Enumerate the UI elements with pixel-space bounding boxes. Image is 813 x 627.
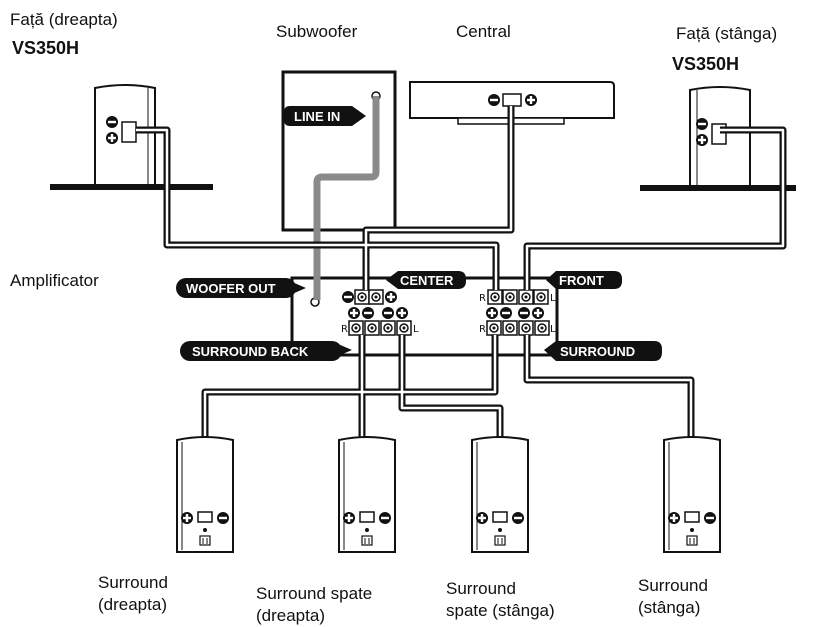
front-right-title: Față (dreapta) [10,10,118,29]
surround-back-right-speaker [339,437,395,552]
term-r-front: R [479,293,486,304]
front-tag: FRONT [546,271,622,289]
term-r-left: R [341,324,348,335]
minus-terminal-icon [106,116,118,128]
plus-terminal-icon [525,94,537,106]
front-right-speaker [50,84,213,190]
front-left-speaker [640,86,796,191]
plus-terminal-icon [696,134,708,146]
svg-text:LINE IN: LINE IN [294,109,340,124]
surround-tag: SURROUND [544,341,662,361]
line-in-tag: LINE IN [284,106,366,126]
term-l-surround: L [550,324,556,335]
surround-back-left-speaker [472,437,528,552]
front-right-model: VS350H [12,38,80,58]
central-title: Central [456,22,511,41]
speaker-caption-surround-right: Surround(dreapta) [98,573,168,614]
speaker-caption-surround-back-right: Surround spate(dreapta) [256,584,373,625]
minus-terminal-icon [696,118,708,130]
term-r-surround: R [479,324,486,335]
amplifier-title: Amplificator [10,271,99,290]
minus-terminal-icon [488,94,500,106]
front-left-title: Față (stânga) [676,24,778,43]
svg-text:FRONT: FRONT [559,273,604,288]
svg-text:WOOFER OUT: WOOFER OUT [186,281,276,296]
term-l-left: L [413,324,419,335]
svg-text:SURROUND BACK: SURROUND BACK [192,344,309,359]
subwoofer-title: Subwoofer [276,22,358,41]
speaker-caption-surround-left: Surround(stânga) [638,576,708,617]
svg-text:SURROUND: SURROUND [560,344,635,359]
front-left-model: VS350H [672,54,740,74]
term-l-front: L [550,293,556,304]
surround-left-speaker [664,437,720,552]
woofer-out-tag: WOOFER OUT [176,278,306,298]
svg-text:CENTER: CENTER [400,273,454,288]
surround-back-tag: SURROUND BACK [180,341,352,361]
center-tag: CENTER [386,271,466,289]
surround-right-speaker [177,437,233,552]
subwoofer-cable [313,96,380,300]
plus-terminal-icon [106,132,118,144]
